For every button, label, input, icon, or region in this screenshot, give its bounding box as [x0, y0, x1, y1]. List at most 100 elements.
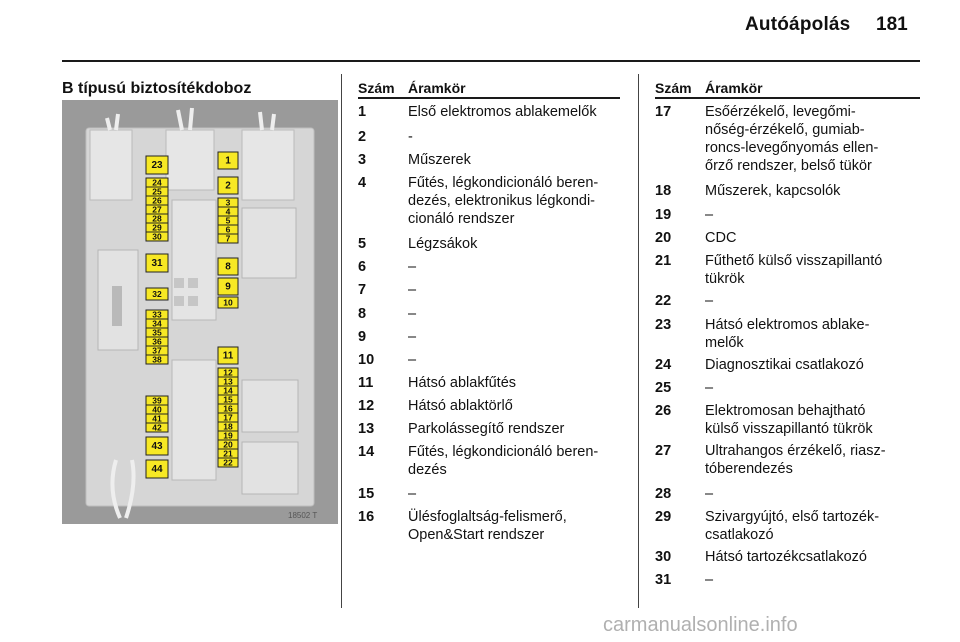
fuse-label: 14 — [223, 386, 233, 396]
fuse-label: 13 — [223, 377, 233, 387]
center-block-lower — [171, 359, 217, 481]
circuit-description: Műszerek, kapcsolók — [705, 183, 841, 199]
fuse-number: 6 — [358, 259, 367, 275]
socket-a — [174, 278, 184, 288]
fuse-8: 8 — [217, 257, 239, 276]
fuse-number: 22 — [655, 293, 672, 309]
fuse-label: 34 — [152, 319, 162, 329]
fuse-box — [145, 436, 169, 456]
fuse-number: 13 — [358, 421, 375, 437]
top-wires — [105, 107, 276, 131]
fuse-label: 44 — [151, 464, 163, 475]
fuse-1: 1 — [217, 151, 239, 170]
fuse-number: 21 — [655, 253, 672, 269]
fuse-number: 31 — [655, 572, 672, 588]
circuit-description: – — [705, 207, 714, 223]
fuse-label: 4 — [226, 207, 231, 217]
fuse-22: 22 — [217, 457, 239, 468]
fuse-number: 20 — [655, 230, 672, 246]
circuit-description: Hátsó tartozékcsatlakozó — [705, 549, 867, 565]
fuse-label: 37 — [152, 346, 162, 356]
fuse-32: 32 — [145, 287, 169, 301]
circuit-description: – — [705, 293, 714, 309]
top-left-connector — [89, 129, 133, 201]
fuse-box — [145, 287, 169, 301]
page-number: 181 — [876, 14, 908, 35]
fuse-label: 16 — [223, 404, 233, 414]
fuse-9: 9 — [217, 277, 239, 296]
circuit-description: Fűtés, légkondicionáló beren- dezés, ele… — [408, 175, 599, 227]
fuse-label: 11 — [223, 351, 234, 362]
fuse-number: 30 — [655, 549, 672, 565]
table-right-header-circuit: Áramkör — [705, 80, 763, 96]
relay-right-lower — [241, 441, 299, 495]
fuse-number: 2 — [358, 129, 367, 145]
fuse-label: 6 — [226, 225, 231, 235]
fuse-box — [217, 257, 239, 276]
fuse-number: 1 — [358, 104, 367, 120]
fuse-label: 20 — [223, 440, 233, 450]
fuse-number: 11 — [358, 375, 374, 391]
fuse-label: 30 — [152, 232, 162, 242]
fuse-label: 36 — [152, 337, 162, 347]
relay-right-upper — [241, 207, 297, 279]
fuse-label: 9 — [225, 282, 231, 293]
page-header-title: Autóápolás — [745, 14, 851, 35]
circuit-description: – — [705, 486, 714, 502]
fuse-43: 43 — [145, 436, 169, 456]
fuse-label: 39 — [152, 396, 162, 406]
socket-c — [174, 296, 184, 306]
fuse-number: 25 — [655, 380, 672, 396]
fuse-label: 7 — [226, 234, 231, 244]
top-right-connector — [241, 129, 295, 201]
fuse-label: 29 — [152, 223, 162, 233]
fuse-label: 5 — [226, 216, 231, 226]
circuit-description: Hátsó ablaktörlő — [408, 398, 513, 414]
fuse-label: 38 — [152, 355, 162, 365]
fuse-label: 22 — [223, 458, 233, 468]
circuit-description: – — [408, 352, 417, 368]
fuse-number: 9 — [358, 329, 367, 345]
fuse-44: 44 — [145, 459, 169, 479]
fuse-number: 24 — [655, 357, 672, 373]
fuse-label: 25 — [152, 187, 162, 197]
fuse-number: 7 — [358, 282, 367, 298]
fuse-number: 18 — [655, 183, 672, 199]
top-middle-connector — [165, 129, 215, 191]
fuse-box — [217, 176, 239, 195]
fuse-number: 15 — [358, 486, 375, 502]
circuit-description: Parkolássegítő rendszer — [408, 421, 565, 437]
fuse-number: 19 — [655, 207, 672, 223]
fuse-label: 10 — [223, 298, 233, 308]
fuse-number: 12 — [358, 398, 375, 414]
circuit-description: Esőérzékelő, levegőmi- nőség-érzékelő, g… — [705, 104, 879, 174]
fuse-38: 38 — [145, 354, 169, 365]
fuse-box — [217, 151, 239, 170]
circuit-description: CDC — [705, 230, 737, 246]
fuse-label: 31 — [151, 258, 163, 269]
circuit-description: Műszerek — [408, 152, 471, 168]
circuit-description: – — [408, 259, 417, 275]
circuit-description: Elektromosan behajtható külső visszapill… — [705, 403, 873, 437]
fuse-number: 23 — [655, 317, 672, 333]
header-divider — [62, 60, 920, 62]
fuse-box — [145, 422, 169, 433]
fuse-11: 11 — [217, 346, 239, 365]
circuit-description: Hátsó elektromos ablake- melők — [705, 317, 870, 351]
circuit-description: Ülésfoglaltság-felismerő, Open&Start ren… — [408, 509, 567, 543]
circuit-description: – — [705, 380, 714, 396]
fuse-box — [217, 233, 239, 244]
circuit-description: – — [408, 282, 417, 298]
fuse-label: 3 — [226, 198, 231, 208]
table-left-header-circuit: Áramkör — [408, 80, 466, 96]
circuit-description: Fűtés, légkondicionáló beren- dezés — [408, 444, 599, 478]
fuse-7: 7 — [217, 233, 239, 244]
fuse-box — [217, 457, 239, 468]
fuse-label: 32 — [152, 289, 162, 299]
fuse-label: 19 — [223, 431, 233, 441]
fuse-label: 23 — [151, 160, 163, 171]
fuse-31: 31 — [145, 253, 169, 273]
fuse-box-diagram: 2324252627282930313233343536373839404142… — [62, 100, 338, 524]
fuse-box — [217, 296, 239, 309]
